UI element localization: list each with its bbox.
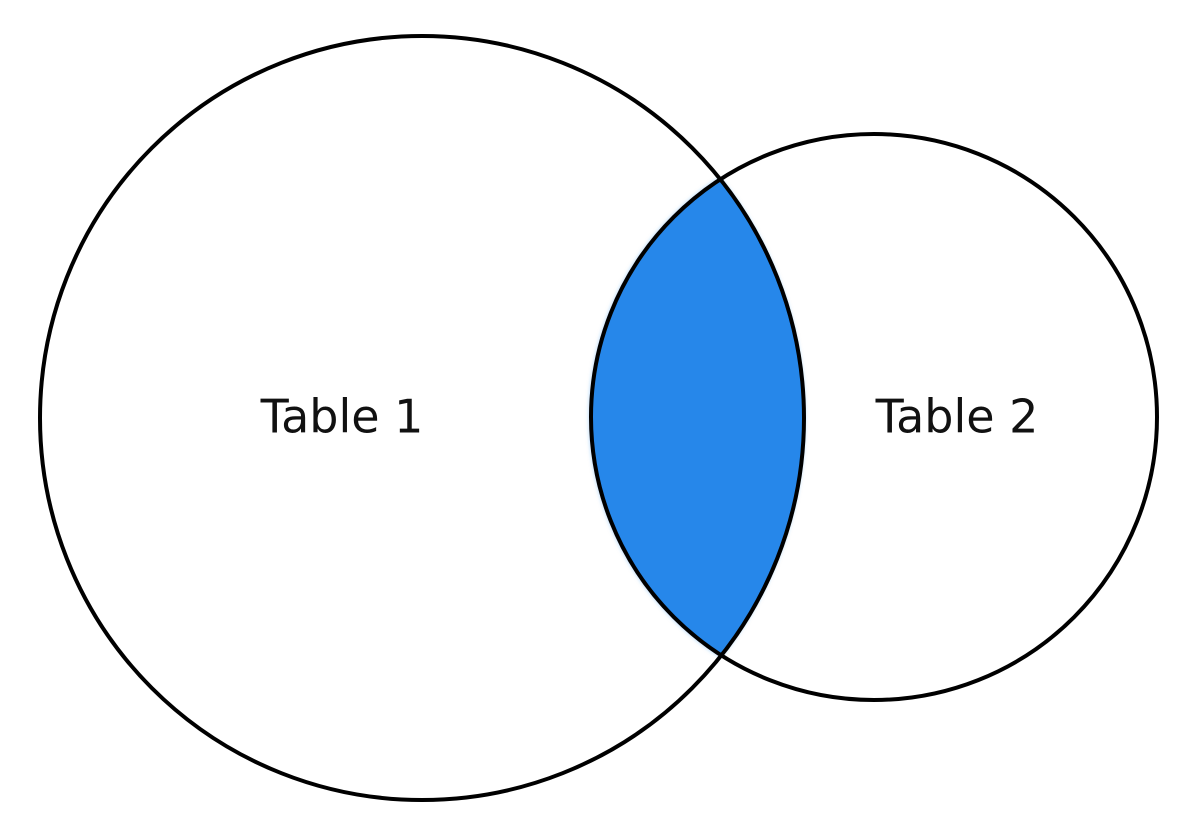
- table-1-circle: [38, 34, 806, 802]
- intersection-fill: [590, 133, 804, 701]
- table-2-label: Table 2: [875, 390, 1039, 444]
- table-2-circle: [589, 132, 1159, 702]
- intersection-region: [590, 133, 804, 701]
- table-1-label: Table 1: [260, 390, 424, 444]
